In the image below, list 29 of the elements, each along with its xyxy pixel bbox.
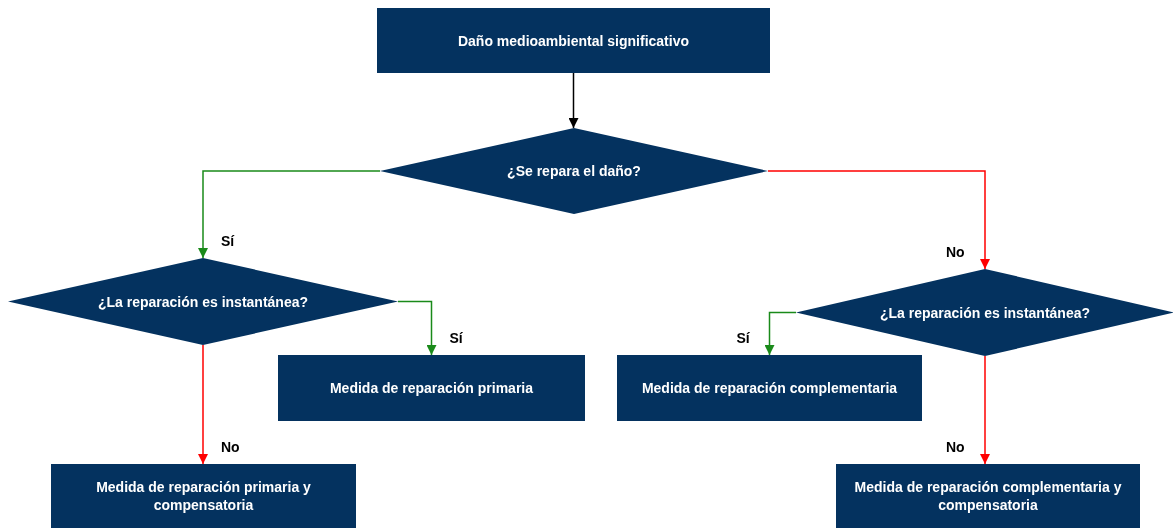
arrow bbox=[198, 344, 208, 465]
edge-label: Sí bbox=[736, 330, 750, 346]
node-text: Medida de reparación complementaria y compensatoria bbox=[853, 478, 1123, 514]
arrow bbox=[764, 311, 797, 356]
process-box bbox=[51, 464, 356, 528]
process-box bbox=[836, 464, 1140, 528]
arrow bbox=[397, 300, 437, 356]
edge-label: Sí bbox=[449, 330, 463, 346]
node-text: ¿La reparación es instantánea? bbox=[878, 303, 1092, 322]
process-box bbox=[278, 355, 585, 421]
decision-diamond bbox=[796, 269, 1173, 356]
node-text: Medida de reparación primaria y compensatoria bbox=[95, 478, 312, 514]
arrow bbox=[568, 72, 579, 129]
process-box bbox=[377, 8, 770, 73]
arrow bbox=[980, 355, 990, 465]
node-text: ¿Se repara el daño? bbox=[506, 162, 642, 180]
arrow bbox=[767, 170, 990, 270]
process-box bbox=[617, 355, 922, 421]
edge-label: Sí bbox=[221, 233, 235, 249]
edge-label: No bbox=[946, 439, 965, 455]
edge-label: No bbox=[221, 439, 240, 455]
node-text: Medida de reparación primaria bbox=[328, 379, 535, 397]
arrow bbox=[198, 170, 381, 259]
decision-diamond bbox=[380, 128, 768, 214]
node-text: Daño medioambiental significativo bbox=[456, 31, 690, 50]
decision-diamond bbox=[8, 258, 398, 345]
edge-label: No bbox=[946, 244, 965, 260]
node-text: ¿La reparación es instantánea? bbox=[96, 292, 310, 311]
node-text: Medida de reparación complementaria bbox=[640, 379, 899, 397]
